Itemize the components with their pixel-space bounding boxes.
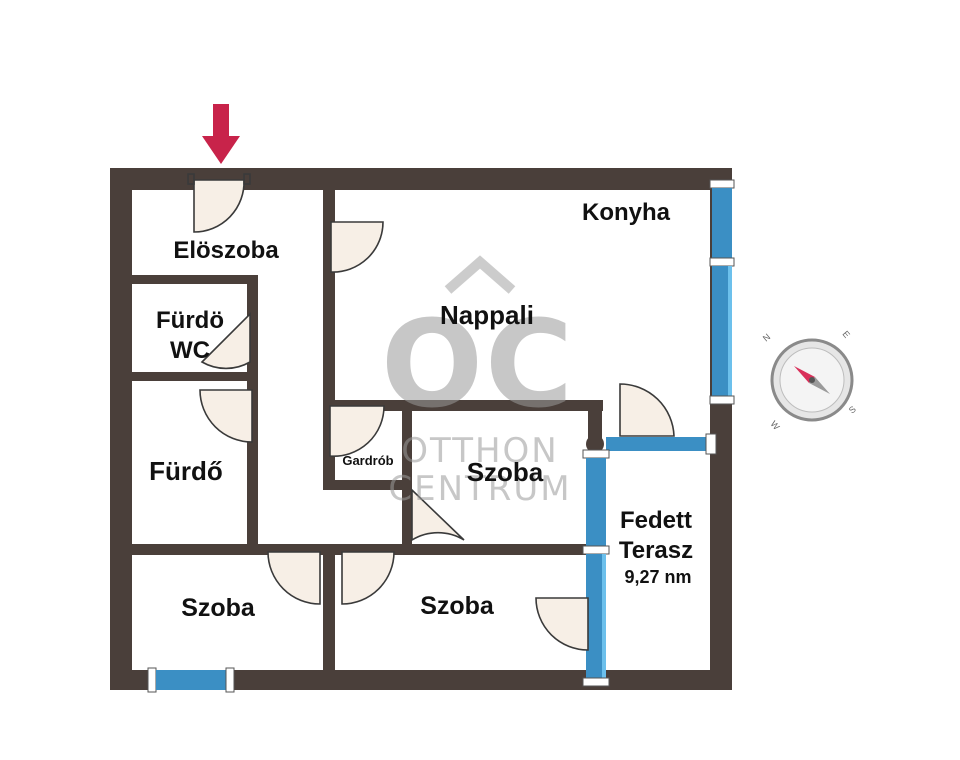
room-labels: Elöszoba Konyha Nappali Fürdö WC Fürdő G… bbox=[149, 199, 693, 622]
compass-s: S bbox=[847, 404, 858, 416]
room-label-szoba-bottom-left: Szoba bbox=[181, 594, 256, 622]
interior-walls bbox=[132, 190, 604, 670]
watermark-logo: OC bbox=[381, 296, 575, 435]
compass-icon: N E S W bbox=[761, 329, 858, 432]
room-label-terasz-line2: Terasz bbox=[619, 537, 693, 564]
watermark-line2: CENTRUM bbox=[388, 469, 571, 509]
entrance-arrow-down-icon bbox=[202, 104, 240, 164]
room-label-szoba-bottom-mid: Szoba bbox=[420, 592, 495, 620]
room-label-szoba-center: Szoba bbox=[467, 457, 544, 487]
room-label-konyha: Konyha bbox=[582, 199, 671, 226]
watermark: OC OTTHON CENTRUM bbox=[381, 255, 575, 509]
room-label-gardrob: Gardrób bbox=[342, 453, 393, 468]
room-label-terasz-area: 9,27 nm bbox=[624, 567, 691, 587]
room-label-eloszoba: Elöszoba bbox=[173, 237, 279, 264]
compass-n: N bbox=[761, 332, 772, 344]
room-label-furdo: Fürdő bbox=[149, 456, 223, 486]
compass-w: W bbox=[768, 419, 781, 432]
room-label-furdo-wc-line2: WC bbox=[170, 337, 210, 364]
compass-e: E bbox=[840, 329, 852, 340]
room-label-furdo-wc-line1: Fürdö bbox=[156, 307, 224, 334]
room-label-terasz-line1: Fedett bbox=[620, 507, 692, 534]
watermark-line1: OTTHON bbox=[401, 431, 558, 471]
doors bbox=[187, 173, 675, 651]
windows bbox=[147, 179, 735, 693]
room-label-nappali: Nappali bbox=[440, 300, 534, 330]
